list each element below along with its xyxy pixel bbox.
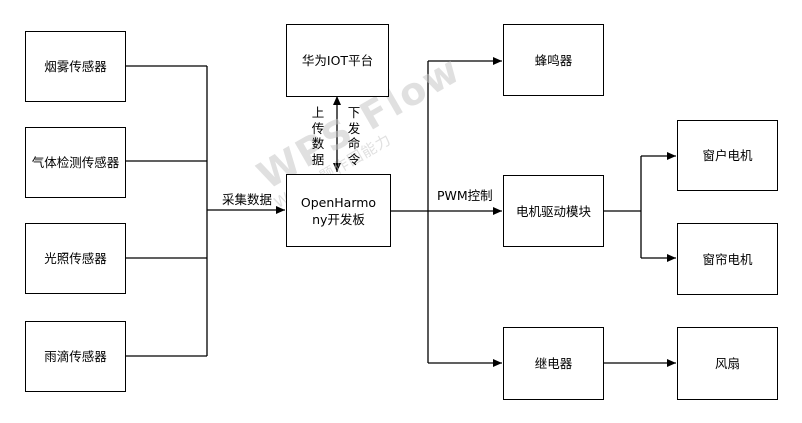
smoke-sensor-box: 烟雾传感器 [25,31,126,102]
motor-driver-label: 电机驱动模块 [515,203,591,219]
cloud-platform-label: 华为IOT平台 [301,53,374,68]
smoke-sensor-label: 烟雾传感器 [44,59,107,74]
upload-data-label: 上传数据 [311,105,325,167]
rain-sensor-label: 雨滴传感器 [44,349,107,364]
curtain-motor-box: 窗帘电机 [677,223,778,295]
relay-box: 继电器 [503,327,604,400]
fan-box: 风扇 [677,327,778,400]
relay-label: 继电器 [534,356,573,371]
rain-sensor-box: 雨滴传感器 [25,321,126,392]
cloud-platform-box: 华为IOT平台 [286,24,389,97]
window-motor-box: 窗户电机 [677,120,778,191]
gas-sensor-label: 气体检测传感器 [31,155,120,170]
collect-data-label: 采集数据 [222,192,273,207]
openharmony-board-box: OpenHarmony开发板 [286,174,391,247]
buzzer-box: 蜂鸣器 [503,24,604,96]
curtain-motor-label: 窗帘电机 [702,251,753,267]
motor-driver-box: 电机驱动模块 [503,175,604,247]
light-sensor-label: 光照传感器 [44,251,107,266]
light-sensor-box: 光照传感器 [25,223,126,294]
issue-command-label: 下发命令 [347,105,361,167]
fan-label: 风扇 [714,356,740,371]
buzzer-label: 蜂鸣器 [534,52,573,68]
openharmony-board-label: OpenHarmony开发板 [300,194,377,227]
pwm-control-label: PWM控制 [437,188,493,203]
gas-sensor-box: 气体检测传感器 [25,127,126,198]
window-motor-label: 窗户电机 [702,148,753,163]
